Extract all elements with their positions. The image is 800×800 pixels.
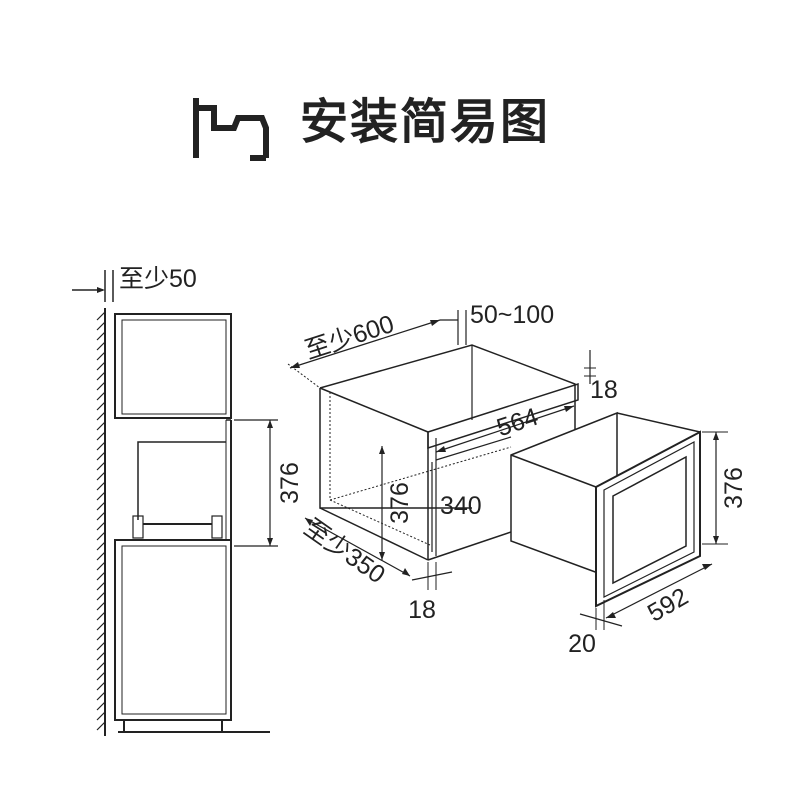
cabinet-inner-height-label: 340 bbox=[440, 492, 482, 520]
appliance-width-label: 592 bbox=[643, 583, 693, 628]
lower-cabinet bbox=[114, 539, 232, 721]
side-gap-label: 至少50 bbox=[119, 265, 197, 293]
upper-cabinet bbox=[114, 313, 232, 419]
page-title: 安装简易图 bbox=[300, 94, 551, 150]
cabinet-bottom-label: 18 bbox=[408, 596, 436, 624]
appliance-height-label: 376 bbox=[720, 467, 748, 509]
side-view: 至少50 376 bbox=[72, 265, 304, 736]
cabinet-width-label: 至少600 bbox=[302, 310, 398, 365]
appliance-glass-door bbox=[612, 455, 687, 585]
cabinet-top-label: 18 bbox=[590, 376, 618, 404]
installation-bracket-icon bbox=[193, 98, 269, 161]
wall-hatching bbox=[96, 311, 106, 731]
cabinet-depth-label: 至少350 bbox=[299, 514, 390, 590]
appliance: 376 592 20 bbox=[510, 411, 748, 658]
side-height-label: 376 bbox=[276, 462, 304, 504]
appliance-frame-label: 20 bbox=[568, 630, 596, 658]
cabinet-vent-label: 50~100 bbox=[470, 301, 554, 329]
cabinet-height-label: 376 bbox=[386, 482, 414, 524]
side-appliance bbox=[137, 441, 226, 520]
